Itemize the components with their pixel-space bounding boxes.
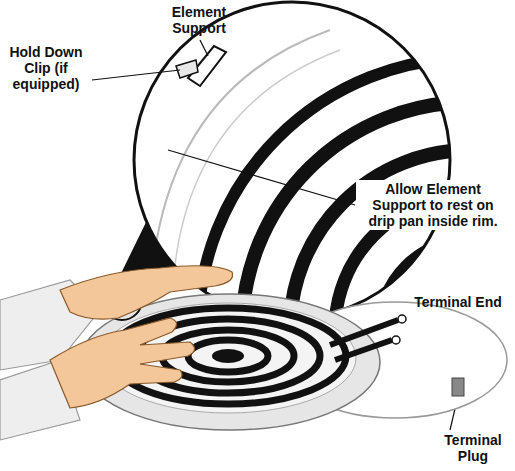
instruction-note: Allow Element Support to rest on drip pa…: [356, 180, 510, 230]
part-label: Element Support: [158, 4, 240, 36]
part-label: Hold Down Clip (if equipped): [2, 44, 90, 92]
terminal-plug: [452, 378, 464, 396]
hands: [0, 266, 233, 440]
part-label: Terminal Plug: [436, 432, 510, 464]
part-label: Terminal End: [408, 294, 508, 310]
